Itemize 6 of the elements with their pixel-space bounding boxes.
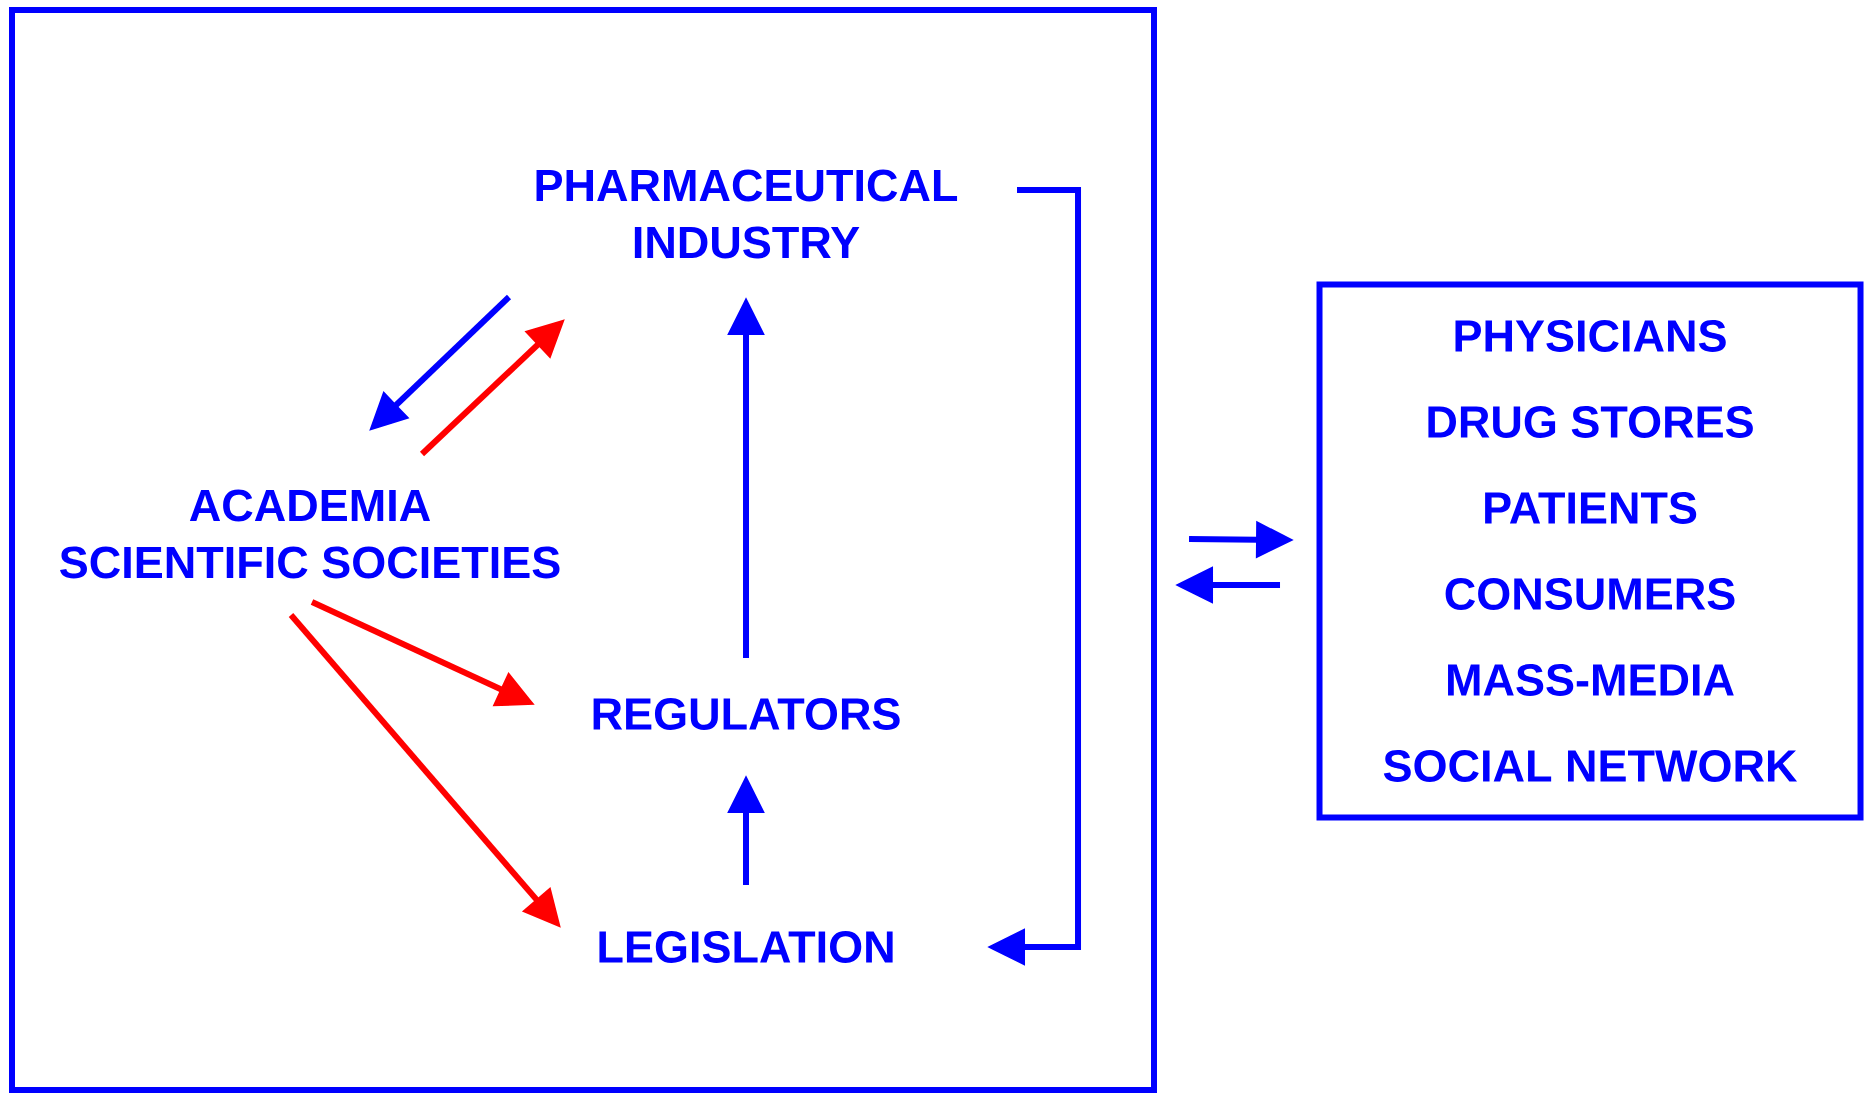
node-label: LEGISLATION (599, 931, 893, 963)
list-box: PHYSICIANS DRUG STORES PATIENTS CONSUMERS MASS-MEDIA SOCIAL NETWORK (1316, 281, 1864, 821)
node-label: ACADEMIA SCIENTIFIC SOCIETIES (60, 489, 560, 579)
frame-box (9, 7, 1157, 1093)
node-label: PHARMACEUTICAL INDUSTRY (536, 169, 958, 259)
node-label: REGULATORS (593, 698, 900, 730)
